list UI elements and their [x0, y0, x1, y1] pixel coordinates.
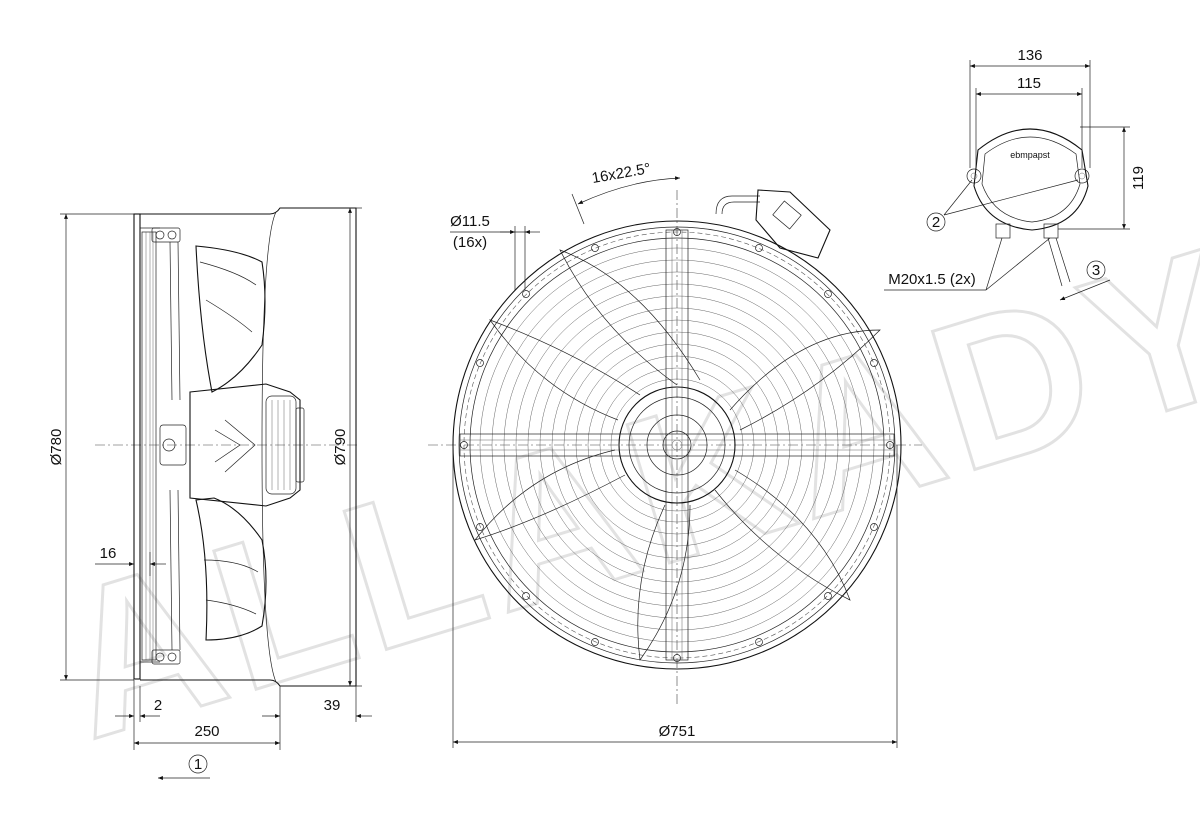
callout-2: [926, 212, 946, 232]
dim-136: 136: [1017, 47, 1042, 64]
callout-1: [188, 754, 208, 774]
side-dimensions: Ø780 Ø790 16 2 250 39 1: [48, 207, 372, 780]
motor-body: [189, 383, 301, 507]
support-bar-v: [665, 229, 689, 661]
callout-3: [1086, 260, 1106, 280]
thread-label: M20x1.5 (2x): [888, 271, 976, 288]
dim-751: Ø751: [659, 723, 696, 740]
dim-holes-count: (16x): [453, 234, 487, 251]
callout-3-label: 3: [1092, 262, 1100, 279]
hub-inner: [646, 414, 708, 476]
fan-blades: [474, 249, 881, 661]
front-view: [428, 189, 922, 705]
terminal-box-dimensions: 136 115 119 2 3 M20x1.5 (2x): [884, 47, 1147, 301]
nozzle-housing: [140, 207, 357, 687]
cable-gland-right: [1043, 223, 1059, 239]
dim-16: 16: [100, 545, 117, 562]
callout-2-label: 2: [932, 214, 940, 231]
side-view: [95, 207, 360, 687]
dim-39: 39: [324, 697, 341, 714]
dim-11-5: Ø11.5: [450, 213, 490, 230]
guard-grill: [141, 231, 157, 661]
terminal-box-front: [755, 189, 831, 259]
dim-790: Ø790: [332, 429, 349, 466]
watermark: ALLAKADY: [34, 202, 1200, 783]
callout-1-label: 1: [194, 756, 202, 773]
mounting-plate: [133, 213, 141, 680]
cable-gland-left: [995, 223, 1011, 239]
mounting-holes: [460, 228, 894, 662]
dim-115: 115: [1017, 75, 1041, 92]
screw-left: [966, 168, 982, 184]
blade-lower: [195, 497, 267, 641]
support-bar-h: [459, 433, 895, 457]
terminal-box-detail: ebmpapst: [966, 128, 1090, 287]
hole-circle: [463, 231, 891, 659]
dim-780: Ø780: [48, 429, 65, 466]
cable: [715, 195, 760, 215]
dim-angle: 16x22.5°: [590, 160, 651, 187]
dim-2: 2: [154, 697, 162, 714]
guard-grill-front: [479, 247, 875, 643]
terminal-box-outline: [973, 128, 1089, 231]
dim-119: 119: [1130, 166, 1147, 190]
blade-upper: [195, 245, 266, 393]
brand-logo: ebmpapst: [1010, 150, 1050, 160]
dim-250: 250: [194, 723, 219, 740]
screw-right: [1074, 168, 1090, 184]
hub-outer: [618, 386, 736, 504]
